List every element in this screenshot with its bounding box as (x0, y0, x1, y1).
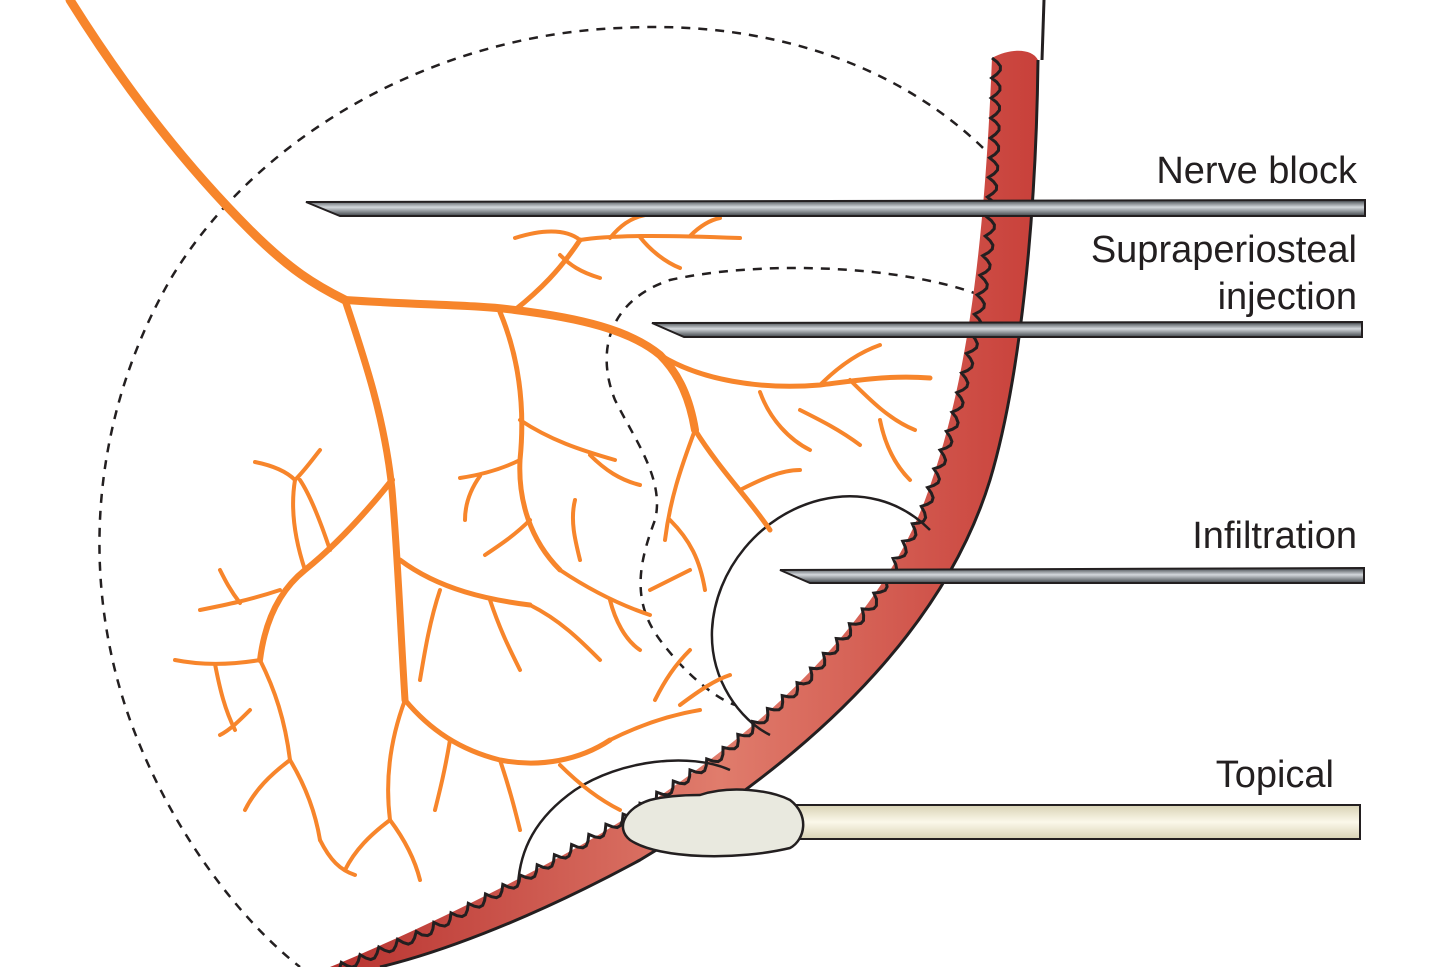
infiltration-needle (779, 566, 1365, 584)
needle-icon (305, 198, 1366, 217)
topical-arc-region (516, 759, 731, 886)
swab-stick (779, 804, 1361, 840)
supraperiosteal-dashed-region (605, 266, 981, 707)
infiltration-circle-region (710, 495, 931, 737)
nerve-block-needle (305, 198, 1366, 217)
topical-cotton-swab (621, 788, 1361, 858)
nerve-block-dashed-region (98, 25, 996, 967)
label-topical: Topical (1216, 754, 1334, 796)
nerve-branch-icon (65, 0, 933, 882)
needle-icon (651, 320, 1363, 338)
supraperiosteal-needle (651, 320, 1363, 338)
cotton-swab-icon (621, 788, 805, 858)
label-infiltration: Infiltration (1192, 515, 1357, 557)
label-supraperiosteal-line2: injection (1218, 276, 1357, 318)
label-nerve-block: Nerve block (1156, 150, 1358, 192)
needle-icon (779, 566, 1365, 584)
label-supraperiosteal-line1: Supraperiosteal (1091, 229, 1357, 271)
